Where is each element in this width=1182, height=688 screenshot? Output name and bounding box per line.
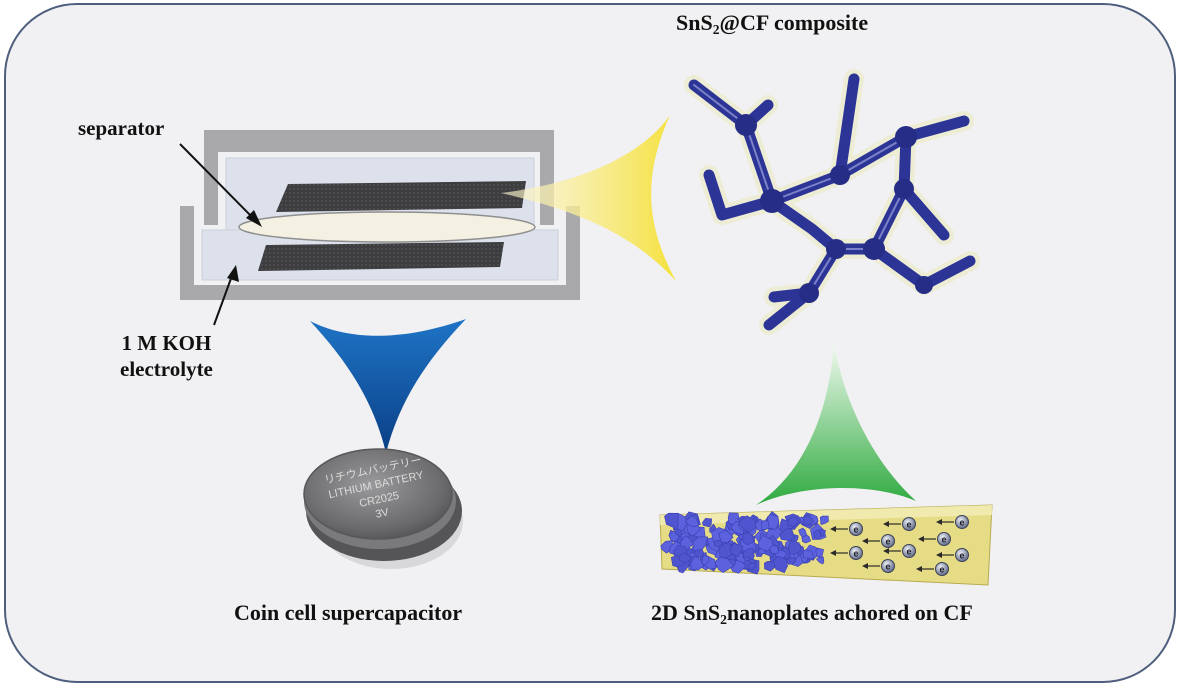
nanoplate — [702, 517, 713, 528]
nanoplate — [815, 547, 824, 559]
electron-arrow-head — [918, 536, 924, 542]
lower-casing — [180, 206, 580, 300]
nanoplate — [718, 529, 734, 543]
electron-arrow-head — [862, 538, 868, 544]
nanoplate — [679, 552, 692, 564]
nanoplate — [714, 556, 735, 573]
electrolyte-arrowhead — [227, 265, 239, 282]
electron-arrow-head — [883, 548, 889, 554]
nanoplate — [802, 514, 815, 526]
electron-symbol: e — [853, 549, 858, 559]
nanoplate — [664, 512, 679, 530]
coin-cell-cross-section — [179, 130, 580, 326]
nanoplate — [813, 529, 822, 540]
electron-symbol: e — [959, 551, 964, 561]
nanoplate — [816, 556, 825, 565]
electron-symbol: e — [941, 535, 946, 545]
upper-casing — [204, 130, 554, 225]
electron-ball — [955, 548, 969, 562]
electron-arrow-head — [883, 521, 889, 527]
coin-cell-caption: Coin cell supercapacitor — [234, 600, 463, 625]
nanoplate — [747, 562, 757, 570]
electron-arrow-head — [936, 552, 942, 558]
nanoplate — [767, 514, 780, 530]
electrolyte-label: 1 M KOH electrolyte — [120, 331, 213, 381]
nanoplate — [788, 539, 802, 556]
electron-flow: e e e e e e e e e e — [830, 515, 969, 576]
electron-symbol: e — [906, 547, 911, 557]
electron-ball — [881, 534, 895, 548]
composite-title: SnS2@CF composite — [676, 10, 869, 37]
electron-ball — [935, 562, 949, 576]
bottom-electrode — [258, 242, 504, 271]
coin-text-line4: 3V — [374, 506, 390, 521]
electron-ball — [902, 517, 916, 531]
blue-zoom-cone — [310, 319, 466, 453]
electron-arrow-head — [936, 519, 942, 525]
electron-ball — [849, 522, 863, 536]
electron-arrow-head — [830, 526, 836, 532]
coin-battery: リチウムバッテリー LITHIUM BATTERY CR2025 3V — [303, 448, 463, 569]
nanoplate — [819, 515, 829, 525]
separator-label: separator — [78, 116, 165, 140]
separator-arrowhead — [246, 210, 262, 227]
nanoplate — [768, 544, 779, 555]
sns2-nanoplates — [660, 511, 829, 575]
electron-arrow-head — [916, 566, 922, 572]
electron-arrow-head — [862, 563, 868, 569]
electron-symbol: e — [853, 525, 858, 535]
nanoplate — [798, 527, 807, 538]
electron-symbol: e — [885, 537, 890, 547]
green-zoom-cone — [756, 343, 916, 505]
nanoplates-caption: 2D SnS2nanoplates achored on CF — [651, 600, 973, 627]
nanoplate — [730, 543, 744, 558]
sns2-cf-foam — [684, 69, 980, 335]
electron-symbol: e — [959, 518, 964, 528]
nanoplate — [684, 515, 700, 527]
electron-symbol: e — [906, 520, 911, 530]
nanoplate — [757, 534, 774, 552]
electron-ball — [937, 532, 951, 546]
electron-ball — [849, 546, 863, 560]
top-electrode — [276, 181, 526, 212]
electron-ball — [955, 515, 969, 529]
electrolyte-leader — [213, 272, 234, 326]
nanoplate — [772, 555, 788, 574]
electron-ball — [881, 559, 895, 573]
nanoplate — [741, 531, 755, 546]
nanoplate — [760, 520, 770, 530]
separator-leader — [179, 143, 257, 222]
nanoplate — [742, 547, 755, 560]
nanoplate — [802, 549, 815, 559]
nanoplate — [701, 555, 710, 566]
separator-disc — [238, 211, 536, 243]
electron-arrow-head — [830, 550, 836, 556]
electron-symbol: e — [885, 562, 890, 572]
nanoplate — [787, 516, 800, 527]
yellow-zoom-cone — [501, 115, 676, 281]
electron-symbol: e — [939, 565, 944, 575]
nanoplate — [737, 515, 757, 533]
electron-ball — [902, 544, 916, 558]
nanoplate — [785, 556, 796, 565]
